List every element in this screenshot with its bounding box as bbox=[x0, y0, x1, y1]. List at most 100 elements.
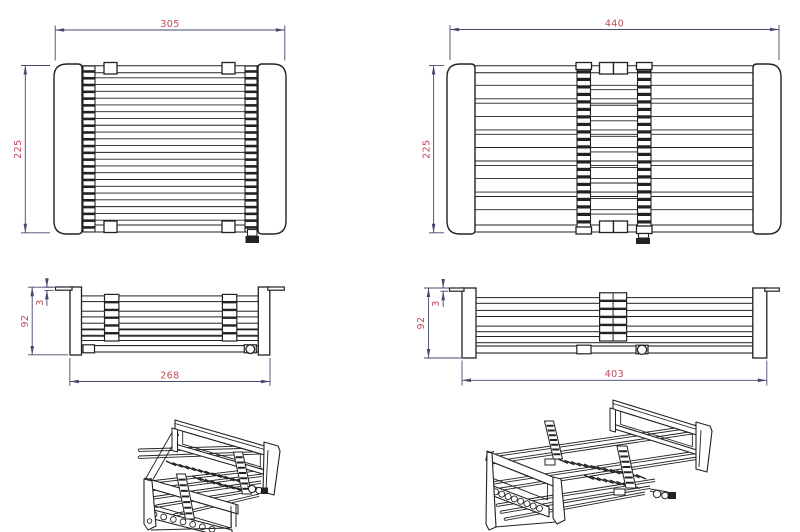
iso-view-extended-path bbox=[552, 476, 566, 525]
plate-holder-strips-rect bbox=[83, 144, 95, 148]
iso-view-extended-circle bbox=[498, 490, 506, 498]
plate-holder-strips-rect bbox=[245, 137, 257, 141]
slider-clips-rect bbox=[221, 61, 236, 75]
iso-view-compact-rect bbox=[183, 501, 191, 504]
iso-view-extended-line bbox=[603, 478, 614, 484]
drain-spout-rect bbox=[246, 228, 258, 237]
plate-holder-strips-rect bbox=[245, 219, 257, 222]
front-view-compact-rect bbox=[222, 300, 237, 304]
front-view-compact-circle bbox=[245, 344, 256, 355]
front-view-compact-rect bbox=[222, 308, 237, 312]
plate-holder-strips-rect bbox=[637, 212, 651, 216]
iso-view-compact-rect bbox=[237, 466, 245, 469]
end-caps-path bbox=[53, 63, 83, 235]
plate-holder-strips-rect bbox=[637, 115, 651, 119]
end-caps-path bbox=[257, 63, 287, 235]
plate-holder-strips-rect bbox=[637, 205, 651, 209]
iso-view-compact-line bbox=[191, 475, 203, 482]
front-view-extended-rect bbox=[461, 287, 477, 359]
iso-view-extended-rect bbox=[552, 448, 560, 451]
plate-holder-strips-rect bbox=[245, 124, 257, 128]
iso-view-compact-rect bbox=[179, 484, 187, 487]
dimension-annotations-path bbox=[450, 27, 459, 32]
iso-view-compact-line bbox=[211, 472, 222, 479]
plate-holder-strips-rect bbox=[83, 90, 95, 94]
slider-clips-rect bbox=[635, 225, 653, 235]
dimension-annotations-path bbox=[69, 379, 79, 384]
plate-holder-strips-rect bbox=[83, 151, 95, 155]
drain-spout-rect bbox=[637, 232, 650, 239]
end-caps bbox=[53, 63, 287, 235]
slider-clips-rect bbox=[575, 61, 593, 71]
iso-view-extended-line bbox=[504, 491, 646, 519]
dimension-annotations-path bbox=[757, 378, 767, 383]
front-view-compact-rect bbox=[104, 300, 119, 304]
iso-view-compact-line bbox=[174, 423, 269, 451]
plate-holder-strips-rect bbox=[637, 167, 651, 171]
plate-holder-strips-rect bbox=[83, 158, 95, 161]
top-view-extended bbox=[446, 61, 782, 244]
front-view-extended bbox=[448, 287, 780, 359]
plate-holder-strips-rect bbox=[577, 85, 591, 89]
drain-spout-rect bbox=[636, 238, 650, 244]
iso-view-extended-rect bbox=[551, 443, 559, 446]
iso-view-compact-rect bbox=[180, 489, 188, 492]
plate-holder-strips-rect bbox=[245, 205, 257, 209]
iso-view-compact-rect bbox=[241, 482, 249, 485]
dimension-label: 268 bbox=[160, 370, 179, 381]
plate-holder-strips bbox=[576, 65, 652, 233]
plate-holder-strips-rect bbox=[637, 152, 651, 156]
iso-view-compact-line bbox=[224, 483, 235, 490]
plate-holder-strips-rect bbox=[83, 199, 95, 202]
dimension-annotations-path bbox=[45, 278, 49, 288]
iso-view-extended-circle bbox=[536, 504, 543, 512]
plate-holder-strips-rect bbox=[637, 175, 651, 179]
slider-clips bbox=[575, 61, 653, 235]
iso-view-extended-rect bbox=[544, 458, 556, 466]
iso-view-extended-circle bbox=[652, 489, 662, 499]
iso-view-compact-line bbox=[224, 475, 235, 482]
plate-holder-strips-rect bbox=[82, 65, 96, 233]
iso-view-extended-line bbox=[596, 466, 608, 472]
iso-view-compact-circle bbox=[179, 518, 187, 526]
iso-view-compact-line bbox=[178, 463, 190, 470]
iso-view-compact-circle bbox=[160, 513, 168, 521]
dimension-annotations-path bbox=[441, 279, 445, 288]
plate-holder-strips-rect bbox=[577, 130, 591, 134]
plate-holder-strips-rect bbox=[245, 185, 257, 189]
plate-holder-strips-rect bbox=[577, 212, 591, 216]
iso-view-extended-rect bbox=[553, 453, 561, 456]
iso-view-compact-circle bbox=[208, 525, 216, 532]
slider-clips-rect bbox=[612, 220, 629, 234]
iso-view-compact-line bbox=[172, 462, 183, 468]
iso-view-compact-path bbox=[171, 427, 178, 453]
dimension-label: 3 bbox=[431, 300, 442, 306]
front-view-compact-rect bbox=[104, 324, 119, 327]
iso-view-extended-line bbox=[590, 475, 601, 482]
iso-view-compact-rect bbox=[182, 495, 189, 498]
plate-holder-strips-rect bbox=[637, 77, 651, 81]
slider-clips-rect bbox=[221, 220, 236, 234]
iso-view-extended bbox=[485, 399, 713, 531]
slider-clips-rect bbox=[612, 61, 629, 75]
plate-holder-strips-rect bbox=[83, 205, 95, 209]
iso-view-extended-rect bbox=[619, 450, 628, 453]
iso-view-compact-line bbox=[191, 467, 203, 473]
dimension-label: 225 bbox=[421, 139, 432, 158]
end-caps bbox=[446, 63, 782, 235]
iso-view-extended-rect bbox=[624, 476, 633, 479]
front-view-extended-rect bbox=[475, 345, 754, 354]
plate-holder-strips-rect bbox=[83, 178, 95, 182]
iso-view-extended-line bbox=[612, 403, 701, 431]
iso-view-compact-line bbox=[217, 482, 229, 488]
iso-view-extended-rect bbox=[622, 466, 631, 468]
plate-holder-strips-rect bbox=[83, 171, 95, 175]
iso-view-extended-circle bbox=[517, 497, 525, 505]
dimension-annotations-path bbox=[30, 287, 34, 297]
dimension-annotations-path bbox=[45, 290, 49, 300]
plate-holder-strips-rect bbox=[83, 137, 95, 141]
dimension-annotations-path bbox=[55, 28, 65, 32]
